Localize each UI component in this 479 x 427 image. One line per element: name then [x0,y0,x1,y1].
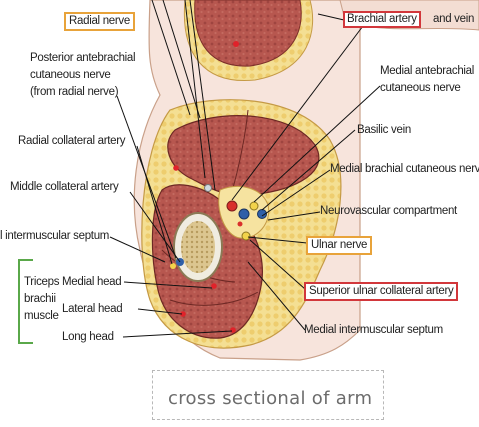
label-middle-collateral-artery: Middle collateral artery [10,181,119,194]
long-head-red-dot [230,327,236,333]
label-superior-ulnar-collateral: Superior ulnar collateral artery [304,282,458,301]
label-radial-collateral-artery: Radial collateral artery [18,135,125,148]
label-radial-nerve: Radial nerve [64,12,135,31]
label-medial-head: Medial head [62,276,121,289]
label-medial-antebrachial-1: Medial antebrachial [380,65,474,78]
label-triceps-3: muscle [24,310,59,323]
medial-head-red-dot [211,283,217,289]
label-medial-antebrachial-2: cutaneous nerve [380,82,461,95]
label-lateral-intermuscular-septum: l intermuscular septum [0,230,109,243]
caption: cross sectional of arm [168,388,372,409]
label-ulnar-nerve: Ulnar nerve [306,236,372,255]
humerus [174,213,222,281]
label-medial-intermuscular-septum: Medial intermuscular septum [304,324,443,337]
label-triceps-1: Triceps [24,276,59,289]
label-medial-brachial-cutaneous: Medial brachial cutaneous nerve [330,163,479,176]
label-posterior-antebrachial-2: cutaneous nerve [30,69,111,82]
label-posterior-antebrachial-1: Posterior antebrachial [30,52,135,65]
label-posterior-antebrachial-3: (from radial nerve) [30,86,118,99]
label-and-vein: and vein [433,13,474,26]
upper-red-dot [233,41,239,47]
label-long-head: Long head [62,331,114,344]
label-lateral-head: Lateral head [62,303,122,316]
label-basilic-vein: Basilic vein [357,124,411,137]
label-triceps-2: brachii [24,293,56,306]
label-brachial-artery: Brachial artery [343,11,421,28]
anterior-red-dot [173,165,179,171]
label-neurovascular-compartment: Neurovascular compartment [320,205,457,218]
